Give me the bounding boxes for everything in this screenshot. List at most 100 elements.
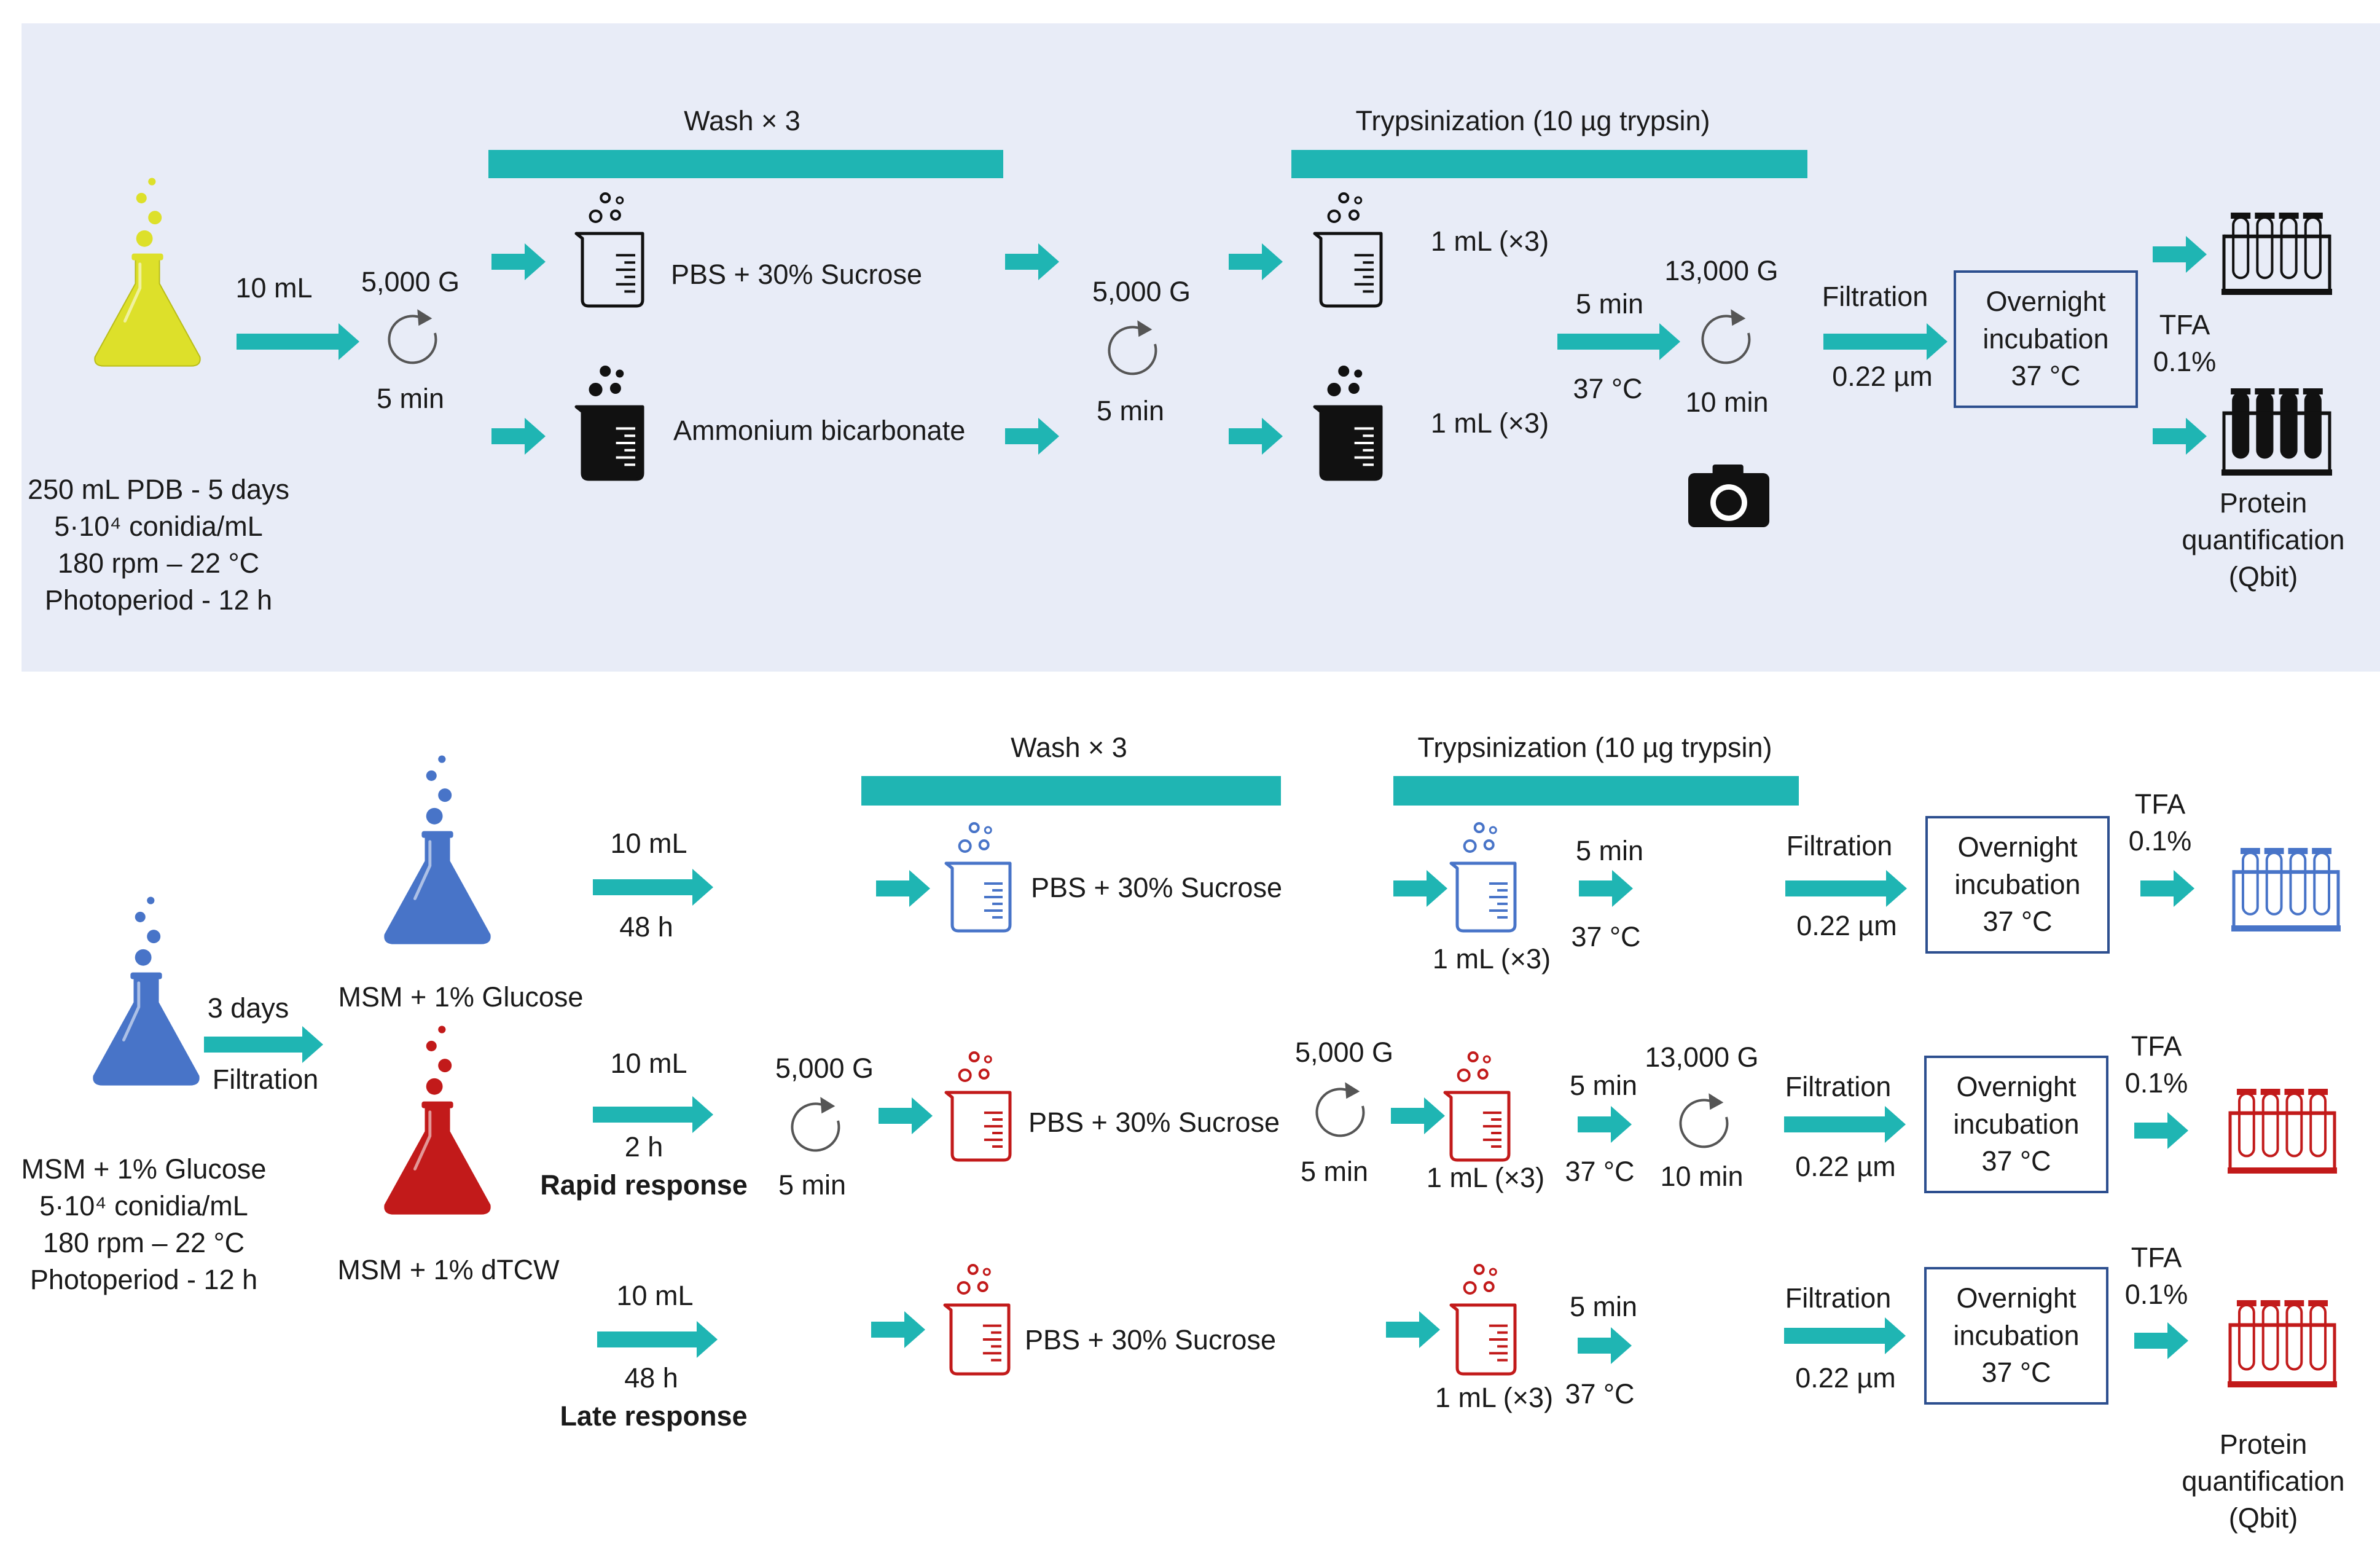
row3-tfa: TFA: [2131, 1242, 2182, 1273]
top-spin2-speed: 5,000 G: [1092, 276, 1191, 307]
bottom-protein-line1: Protein: [2219, 1429, 2308, 1460]
top-spin3-time: 10 min: [1685, 386, 1769, 418]
top-arrow-pbs: [491, 243, 546, 280]
top-wash-title: Wash × 3: [684, 105, 801, 136]
row1-arrow-incubation: [1579, 870, 1633, 907]
top-arrow-protein: [2153, 418, 2207, 455]
top-arrow-tfa: [2153, 236, 2207, 273]
top-box-line1: Overnight: [1986, 285, 2106, 317]
row2-arrow-incubation: [1578, 1106, 1632, 1143]
row1-beaker-icon: [944, 822, 1012, 933]
bottom-dtcw-label: MSM + 1% dTCW: [337, 1254, 560, 1285]
top-ammonium-label: Ammonium bicarbonate: [673, 415, 966, 446]
row2-tfa: TFA: [2131, 1030, 2182, 1062]
bottom-arrow-transfer: [204, 1026, 323, 1063]
row1-filtration: Filtration: [1786, 830, 1893, 861]
bottom-culture-line1: MSM + 1% Glucose: [21, 1153, 267, 1185]
row2-arrow-tryp: [1391, 1097, 1445, 1134]
top-centrifuge-icon-3: [1701, 309, 1751, 364]
top-culture-line3: 180 rpm – 22 °C: [57, 547, 260, 579]
top-filtration: Filtration: [1822, 281, 1928, 312]
bottom-culture-line3: 180 rpm – 22 °C: [42, 1227, 245, 1258]
top-arrow-tryp-row1: [1229, 243, 1283, 280]
top-protein-line2: quantification: [2182, 524, 2345, 555]
top-tryp-title: Trypsinization (10 µg trypsin): [1355, 105, 1710, 136]
bottom-protein-line3: (Qbit): [2228, 1502, 2298, 1534]
row2-tfa-conc: 0.1%: [2124, 1067, 2188, 1099]
row1-arrow-tryp: [1393, 870, 1447, 907]
top-centrifuge-icon-1: [388, 309, 437, 364]
row1-box-line3: 37 °C: [1983, 906, 2053, 938]
row2-spin1-time: 5 min: [778, 1169, 847, 1201]
row2-centrifuge-icon-2: [1315, 1082, 1365, 1137]
row3-ml: 1 mL (×3): [1435, 1382, 1554, 1413]
row2-volume: 10 mL: [610, 1048, 687, 1079]
row2-time: 2 h: [624, 1131, 664, 1163]
top-culture-line1: 250 mL PDB - 5 days: [27, 474, 290, 505]
top-arrow-incubation: [1557, 323, 1680, 360]
top-incub-temp: 37 °C: [1573, 373, 1643, 404]
top-arrow-ammonium-out: [1005, 418, 1059, 455]
top-tfa: TFA: [2159, 309, 2210, 340]
row1-arrow-tfa: [2140, 870, 2194, 907]
row1-tfa: TFA: [2134, 788, 2186, 820]
top-arrow-pbs-out: [1005, 243, 1059, 280]
row1-beaker-icon-tryp: [1449, 822, 1517, 933]
row3-beaker-icon-tryp: [1449, 1264, 1517, 1376]
top-volume: 10 mL: [235, 272, 313, 304]
row2-centrifuge-icon-1: [791, 1097, 840, 1152]
top-arrow-volume: [237, 323, 359, 360]
row1-arrow-filtration: [1785, 870, 1907, 907]
row2-arrow-pbs: [879, 1097, 933, 1134]
top-spin3-speed: 13,000 G: [1664, 255, 1779, 286]
row1-box-line1: Overnight: [1957, 831, 2078, 863]
top-ml-row1: 1 mL (×3): [1430, 225, 1549, 257]
row3-incub-time: 5 min: [1569, 1291, 1638, 1322]
bottom-tryp-title: Trypsinization (10 µg trypsin): [1417, 732, 1772, 763]
bottom-transfer-filtration: Filtration: [212, 1064, 319, 1095]
bottom-transfer-days: 3 days: [207, 992, 289, 1024]
row2-response-label: Rapid response: [540, 1169, 748, 1201]
top-protein-line1: Protein: [2219, 487, 2308, 519]
bottom-tryp-bar: [1393, 776, 1799, 806]
top-panel-background: [22, 23, 2380, 672]
row1-incub-time: 5 min: [1575, 835, 1644, 866]
row3-tube-rack-icon: [2228, 1300, 2337, 1387]
row1-filter-size: 0.22 µm: [1796, 910, 1897, 941]
top-beaker-icon-pbs: [574, 192, 644, 308]
top-ml-row2: 1 mL (×3): [1430, 407, 1549, 439]
row1-box-line2: incubation: [1954, 868, 2081, 900]
row3-incubation-box: Overnight incubation 37 °C: [1924, 1267, 2108, 1405]
row2-arrow-tfa: [2134, 1112, 2188, 1149]
row1-ml: 1 mL (×3): [1432, 943, 1551, 974]
row3-arrow-tryp: [1386, 1311, 1440, 1348]
row1-incubation-box: Overnight incubation 37 °C: [1925, 816, 2110, 954]
top-spin2-time: 5 min: [1096, 395, 1165, 426]
row2-beaker-icon-tryp: [1443, 1051, 1511, 1162]
row2-spin2-time: 5 min: [1300, 1156, 1369, 1187]
top-wash-bar: [488, 150, 1003, 178]
top-incub-time: 5 min: [1575, 288, 1644, 320]
top-culture-line2: 5·10⁴ conidia/mL: [54, 511, 263, 542]
bottom-protein-line2: quantification: [2182, 1465, 2345, 1497]
row1-incub-temp: 37 °C: [1571, 921, 1641, 952]
top-beaker-icon-tryp1: [1313, 192, 1383, 308]
row3-box-line1: Overnight: [1956, 1282, 2077, 1314]
top-filter-size: 0.22 µm: [1832, 361, 1933, 392]
row3-filtration: Filtration: [1785, 1282, 1892, 1314]
top-arrow-tryp-row2: [1229, 418, 1283, 455]
row1-tfa-conc: 0.1%: [2128, 825, 2192, 857]
row3-box-line3: 37 °C: [1981, 1357, 2051, 1389]
row1-pbs-label: PBS + 30% Sucrose: [1031, 872, 1282, 903]
top-tube-rack-icon-2: [2221, 388, 2332, 476]
row2-box-line2: incubation: [1953, 1108, 2080, 1140]
row3-box-line2: incubation: [1953, 1319, 2080, 1351]
row2-ml: 1 mL (×3): [1426, 1162, 1545, 1193]
row2-pbs-label: PBS + 30% Sucrose: [1028, 1107, 1280, 1138]
row3-pbs-label: PBS + 30% Sucrose: [1025, 1324, 1276, 1355]
top-beaker-icon-tryp2: [1313, 366, 1383, 481]
row2-spin1-speed: 5,000 G: [775, 1053, 874, 1084]
bottom-wash-bar: [861, 776, 1281, 806]
